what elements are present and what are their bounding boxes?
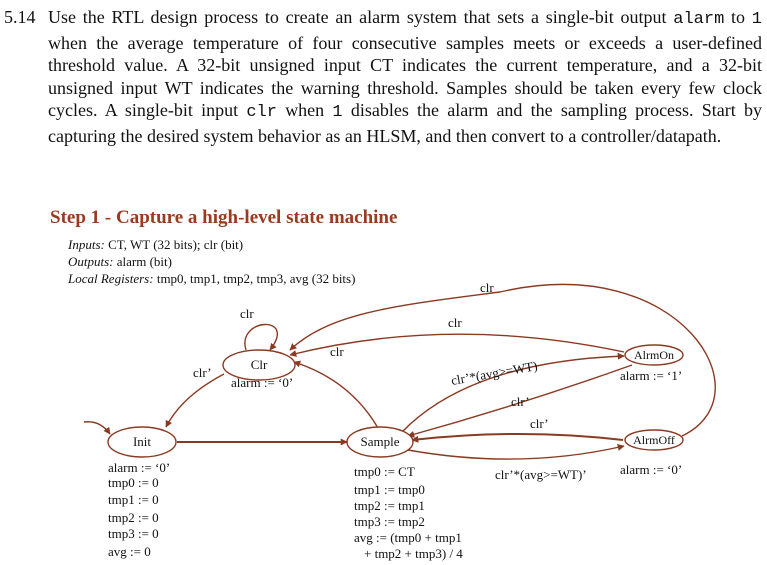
state-clr xyxy=(222,349,296,381)
label-clr-self: clr xyxy=(240,306,254,321)
sample-action: tmp2 := tmp1 xyxy=(354,498,425,513)
init-action: tmp2 := 0 xyxy=(108,510,159,525)
sample-action: tmp3 := tmp2 xyxy=(354,514,425,529)
state-alrmoff-name: AlrmOff xyxy=(633,433,675,447)
label-alrmoff-clr: clr xyxy=(480,280,494,295)
sample-action: tmp1 := tmp0 xyxy=(354,482,425,497)
init-action: tmp1 := 0 xyxy=(108,492,159,507)
outputs-value: alarm (bit) xyxy=(116,254,172,269)
entry-arrow xyxy=(83,421,111,435)
problem-text: Use the RTL design process to create an … xyxy=(48,6,762,147)
init-action: alarm := ‘0’ xyxy=(108,460,170,475)
state-sample-name: Sample xyxy=(361,434,400,449)
label-sample-alrmon: clr’*(avg>=WT) xyxy=(450,358,539,388)
sample-action: avg := (tmp0 + tmp1 xyxy=(354,530,462,545)
label-alrmon-clr: clr xyxy=(448,315,462,330)
sample-action: + tmp2 + tmp3) / 4 xyxy=(364,546,463,561)
code-one: 1 xyxy=(332,103,343,122)
init-action: tmp0 := 0 xyxy=(108,475,159,490)
locals-line: Local Registers: tmp0, tmp1, tmp2, tmp3,… xyxy=(68,271,355,287)
edge-alrmoff-sample xyxy=(411,433,624,443)
code-alarm: alarm xyxy=(673,10,725,29)
inputs-label: Inputs: xyxy=(68,237,105,252)
label-sample-alrmoff: clr’*(avg>=WT)’ xyxy=(495,467,587,482)
problem-statement: 5.14 Use the RTL design process to creat… xyxy=(4,6,762,147)
step-title: Step 1 - Capture a high-level state mach… xyxy=(50,207,398,228)
edge-sample-alrmon xyxy=(401,352,625,433)
state-alrmon xyxy=(624,344,684,366)
problem-text-part: Use the RTL design process to create an … xyxy=(48,7,674,27)
state-init-name: Init xyxy=(133,434,151,449)
code-one: 1 xyxy=(751,10,762,29)
edge-alrmon-sample xyxy=(407,364,633,438)
state-sample xyxy=(346,426,414,458)
edge-clr-init xyxy=(165,373,225,428)
state-clr-name: Clr xyxy=(251,357,268,372)
label-alrmon-sample: clr’ xyxy=(511,394,530,409)
state-alrmon-name: AlrmOn xyxy=(634,348,674,362)
clr-action: alarm := ‘0’ xyxy=(231,375,293,390)
edge-clr-self xyxy=(244,323,278,351)
init-action: tmp3 := 0 xyxy=(108,526,159,541)
edge-sample-alrmoff xyxy=(407,444,625,460)
label-clr-init: clr’ xyxy=(193,365,212,380)
code-clr: clr xyxy=(246,103,277,122)
inputs-line: Inputs: CT, WT (32 bits); clr (bit) xyxy=(68,237,243,253)
locals-value: tmp0, tmp1, tmp2, tmp3, avg (32 bits) xyxy=(156,271,356,286)
problem-text-part: when xyxy=(276,100,333,120)
init-action: avg := 0 xyxy=(108,544,151,559)
problem-text-part: to xyxy=(724,7,752,27)
state-alrmoff xyxy=(624,429,684,451)
sample-action: tmp0 := CT xyxy=(354,464,415,479)
locals-label: Local Registers: xyxy=(68,271,154,286)
edge-alrmon-clr xyxy=(289,333,625,357)
outputs-label: Outputs: xyxy=(68,254,114,269)
problem-text-part: disables the alarm and the sampling proc… xyxy=(48,100,762,146)
outputs-line: Outputs: alarm (bit) xyxy=(68,254,172,270)
inputs-value: CT, WT (32 bits); clr (bit) xyxy=(108,237,244,252)
alrmon-action: alarm := ‘1’ xyxy=(620,368,682,383)
label-alrmoff-sample: clr’ xyxy=(530,416,549,431)
state-init xyxy=(107,426,177,458)
edge-sample-clr xyxy=(293,360,379,429)
edge-alrmoff-clr xyxy=(289,283,716,437)
problem-number: 5.14 xyxy=(4,7,36,27)
label-sample-clr: clr xyxy=(330,344,344,359)
alrmoff-action: alarm := ‘0’ xyxy=(620,462,682,477)
problem-text-part: when the average temperature of four con… xyxy=(48,32,762,121)
